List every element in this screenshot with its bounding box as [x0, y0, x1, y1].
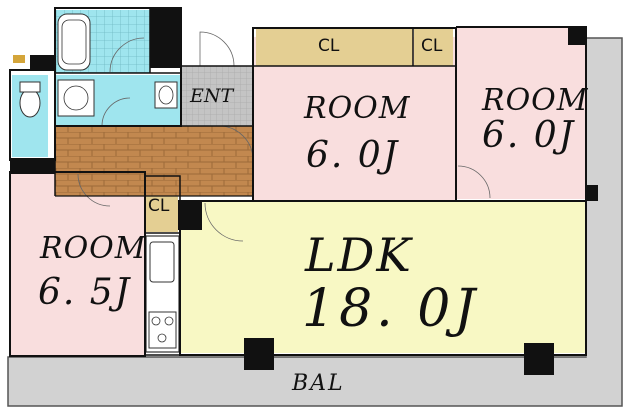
- room-3-name: ROOM: [40, 231, 147, 266]
- room-2-name: ROOM: [482, 83, 589, 118]
- room-2-size: 6. 0J: [482, 115, 576, 156]
- hallway-floor: [55, 126, 253, 196]
- toilet-icon: [19, 88, 41, 118]
- closet-1-floor: [256, 29, 413, 66]
- bathtub-icon: [57, 13, 91, 71]
- room-3-floor: [11, 172, 144, 355]
- closet-3-label: CL: [148, 196, 170, 216]
- closet-1-label: CL: [318, 36, 340, 56]
- room-1-size: 6. 0J: [306, 135, 400, 176]
- ldk-door-swing: [204, 202, 244, 242]
- entrance-label: ENT: [190, 85, 234, 107]
- entrance-floor: [181, 66, 253, 126]
- washing-machine-icon: [57, 79, 95, 117]
- room-3-size: 6. 5J: [38, 272, 132, 313]
- room-2-floor: [456, 27, 586, 199]
- washbasin-icon: [154, 81, 178, 109]
- stove-icon: [148, 311, 177, 349]
- wash-door-swing: [101, 97, 131, 127]
- room-2-door-swing: [457, 165, 491, 199]
- balcony-label: BAL: [292, 371, 345, 396]
- entrance-door-swing: [199, 31, 235, 67]
- structural-columns: [10, 8, 598, 375]
- ldk-name: LDK: [305, 228, 413, 282]
- ldk-size: 18. 0J: [302, 279, 480, 339]
- sink-icon: [149, 241, 175, 283]
- closet-2-label: CL: [421, 36, 443, 56]
- ldk-floor: [180, 201, 586, 353]
- bath-door-swing: [109, 37, 145, 73]
- room-1-name: ROOM: [304, 91, 411, 126]
- closet-2-floor: [414, 29, 453, 66]
